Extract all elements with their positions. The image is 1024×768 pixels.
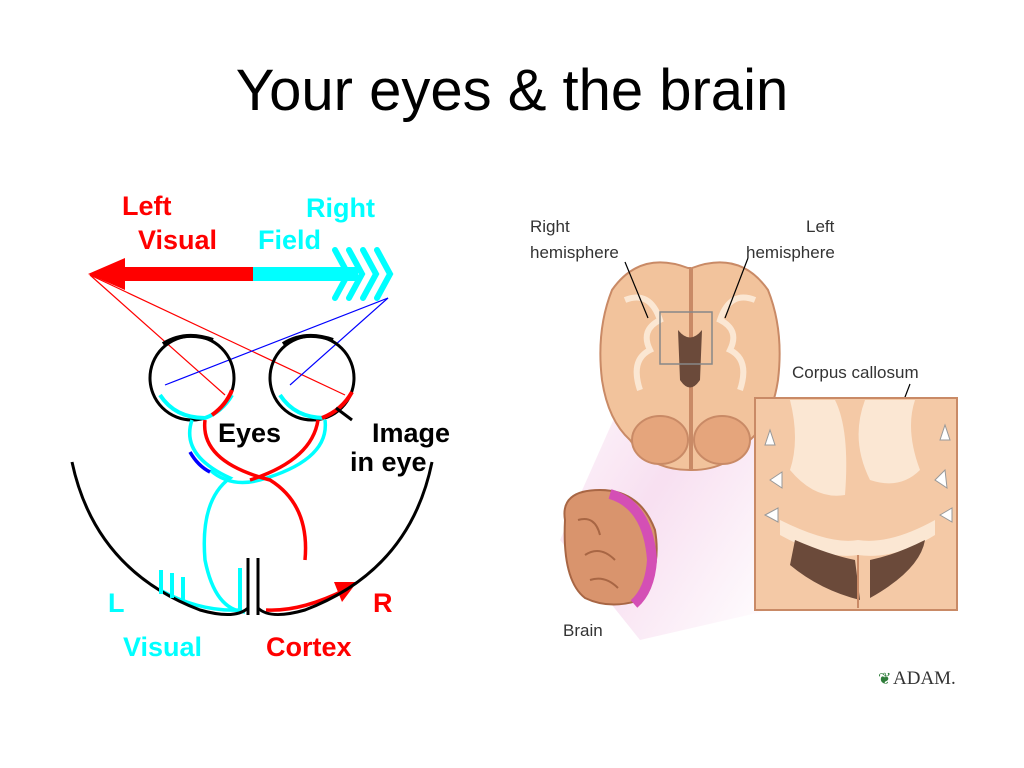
left-eyeball	[148, 333, 236, 422]
zoom-box	[659, 311, 713, 365]
label-visual-top: Visual	[138, 225, 217, 255]
cortex-marks	[159, 568, 242, 610]
slide-title: Your eyes & the brain	[235, 58, 789, 123]
right-eyeball	[268, 333, 356, 422]
corpus-callosum-inset	[754, 397, 958, 611]
whole-brain-thumbnail	[563, 488, 658, 608]
label-eyes: Eyes	[218, 418, 281, 448]
label-left-hemisphere-1: Left	[806, 217, 835, 236]
label-credit: ADAM.	[893, 668, 956, 689]
visual-field-arrow	[88, 247, 394, 301]
brain-outline	[70, 406, 434, 616]
visual-pathway-diagram: Left Right Visual Field Eyes Image in ey…	[70, 191, 450, 662]
label-l: L	[108, 588, 125, 618]
label-visual-bottom: Visual	[123, 632, 202, 662]
leaf-icon: ❦	[878, 671, 891, 688]
label-brain: Brain	[563, 621, 603, 640]
label-r: R	[373, 588, 393, 618]
label-right-hemisphere-1: Right	[530, 217, 570, 236]
label-cortex: Cortex	[266, 632, 352, 662]
label-image: Image	[372, 418, 450, 448]
coronal-brain-section	[599, 261, 781, 472]
label-right-hemisphere-2: hemisphere	[530, 243, 619, 262]
label-in-eye: in eye	[350, 447, 427, 477]
label-right: Right	[306, 193, 375, 223]
label-field: Field	[258, 225, 321, 255]
label-left: Left	[122, 191, 172, 221]
brain-section-illustration: Right hemisphere Left hemisphere Corpus …	[530, 217, 958, 689]
adam-logo: ❦ ADAM.	[878, 668, 956, 689]
label-left-hemisphere-2: hemisphere	[746, 243, 835, 262]
label-corpus-callosum: Corpus callosum	[792, 363, 919, 382]
light-rays	[89, 274, 389, 396]
